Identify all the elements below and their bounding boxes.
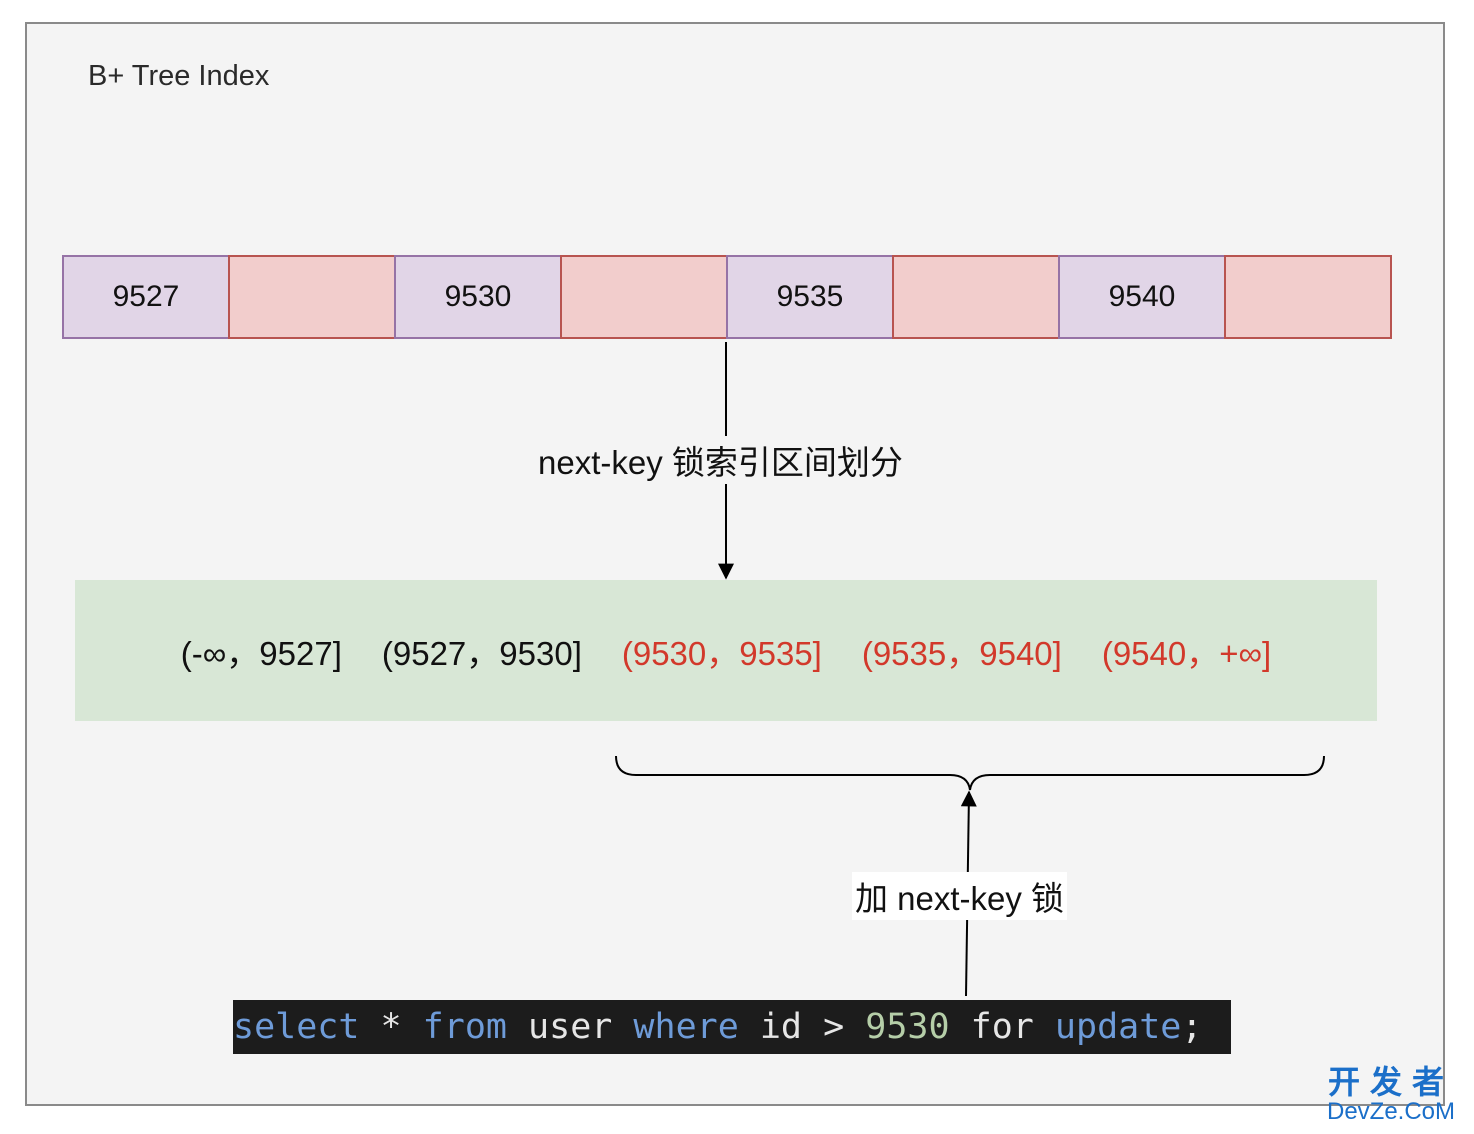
- watermark: 开发者 DevZe.CoM: [1316, 1066, 1466, 1124]
- interval-band: (-∞，9527] (9527，9530] (9530，9535] (9535，…: [75, 580, 1377, 721]
- interval-unlocked: (9527，9530]: [381, 634, 582, 672]
- sql-keyword-where: where: [633, 1007, 739, 1047]
- sql-keyword-update: update: [1054, 1007, 1182, 1047]
- sql-statement: select * from user where id > 9530 for u…: [233, 1000, 1231, 1054]
- diagram-frame: [25, 22, 1445, 1106]
- index-cell-row: 9527 9530 9535 9540: [62, 255, 1392, 339]
- interval-locked: (9530，9535]: [621, 634, 822, 672]
- index-cell-key: 9530: [394, 255, 562, 339]
- index-cell-key: 9535: [726, 255, 894, 339]
- locked-range-brace: [615, 755, 1325, 791]
- frame-title: B+ Tree Index: [88, 60, 270, 92]
- interval-locked: (9540，+∞]: [1101, 634, 1272, 672]
- sql-star: *: [380, 1007, 402, 1047]
- sql-value: 9530: [865, 1007, 950, 1047]
- watermark-top: 开发者: [1327, 1064, 1454, 1100]
- interval-locked: (9535，9540]: [861, 634, 1062, 672]
- index-cell-gap: [892, 255, 1060, 339]
- sql-table: user: [528, 1007, 613, 1047]
- index-cell-gap: [1224, 255, 1392, 339]
- lock-label: 加 next-key 锁: [852, 872, 1068, 920]
- sql-keyword-select: select: [233, 1007, 360, 1047]
- sql-column: id: [759, 1007, 803, 1047]
- index-cell-key: 9540: [1058, 255, 1226, 339]
- watermark-bottom: DevZe.CoM: [1326, 1098, 1456, 1125]
- sql-operator: >: [823, 1007, 845, 1047]
- divide-label: next-key 锁索引区间划分: [536, 436, 905, 484]
- index-cell-gap: [560, 255, 728, 339]
- sql-keyword-for: for: [970, 1007, 1034, 1047]
- index-cell-key: 9527: [62, 255, 230, 339]
- sql-keyword-from: from: [422, 1007, 507, 1047]
- interval-unlocked: (-∞，9527]: [180, 634, 342, 672]
- sql-semicolon: ;: [1181, 1007, 1203, 1047]
